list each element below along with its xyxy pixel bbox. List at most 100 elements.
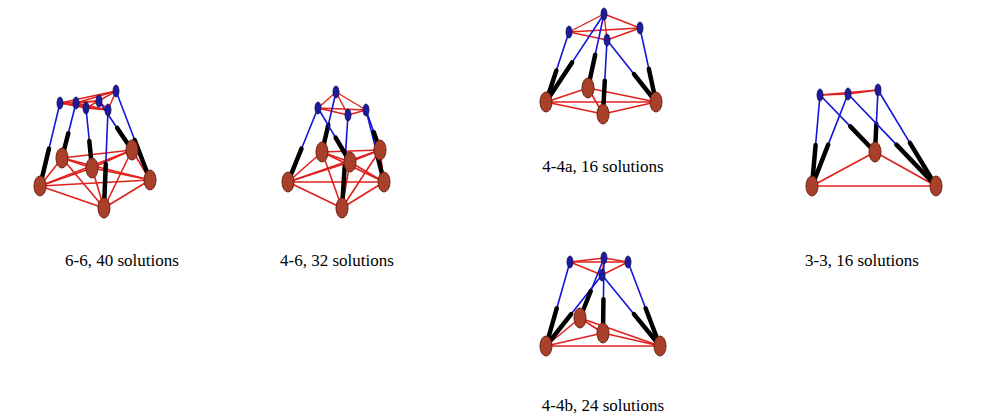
base-joint	[869, 142, 881, 162]
platform-joint	[566, 26, 572, 38]
platform-joint	[57, 97, 63, 109]
leg-rod	[820, 95, 850, 126]
leg-rod	[49, 103, 60, 149]
caption-label: 3-3, 16 solutions	[805, 251, 919, 271]
base-joint	[650, 92, 662, 112]
base-joint	[56, 148, 68, 168]
platform-edge	[570, 261, 628, 262]
base-edge	[546, 102, 603, 114]
platform-joint	[601, 8, 607, 20]
base-edge	[342, 182, 384, 208]
platform-edge	[318, 108, 366, 110]
platform-edge	[604, 258, 628, 262]
base-edge	[546, 345, 660, 347]
platform-joint	[875, 84, 881, 96]
platform-joint	[604, 34, 610, 46]
leg-rod	[572, 14, 604, 62]
base-edge	[812, 185, 936, 187]
platform-edge	[60, 91, 116, 103]
base-joint	[597, 104, 609, 124]
base-edge	[322, 152, 384, 182]
platform-joint	[113, 85, 119, 97]
platform-joint	[315, 102, 321, 114]
caption-label: 4-4b, 24 solutions	[542, 396, 664, 416]
platform-figure	[806, 84, 942, 196]
base-edge	[288, 181, 384, 183]
base-edge	[62, 158, 104, 208]
platform-joint	[83, 102, 89, 114]
base-joint	[282, 172, 294, 192]
platform-figure	[282, 86, 390, 218]
caption-label: 4-6, 32 solutions	[280, 251, 394, 271]
base-joint	[597, 323, 609, 343]
platform-edge	[604, 14, 640, 28]
platform-joint	[845, 88, 851, 100]
base-joint	[344, 152, 356, 172]
base-edge	[288, 150, 380, 182]
leg-rod	[640, 28, 649, 69]
platform-joint	[817, 89, 823, 101]
base-edge	[104, 150, 132, 208]
base-joint	[574, 308, 586, 328]
base-joint	[930, 176, 942, 196]
base-joint	[144, 170, 156, 190]
base-joint	[34, 176, 46, 196]
base-edge	[342, 150, 380, 208]
platform-joint	[567, 256, 573, 268]
base-joint	[582, 78, 594, 98]
platform-joint	[345, 109, 351, 121]
platform-joint	[333, 86, 339, 98]
platform-joint	[599, 269, 605, 281]
platform-joint	[73, 97, 79, 109]
leg-rod	[595, 14, 604, 55]
base-joint	[654, 336, 666, 356]
leg-rod	[878, 90, 910, 143]
leg-rod	[318, 108, 336, 138]
leg-rod	[302, 108, 319, 149]
leg-rod	[571, 275, 602, 314]
base-joint	[98, 198, 110, 218]
base-edge	[62, 150, 132, 158]
platform-figure	[34, 85, 156, 218]
leg-rod	[607, 40, 634, 74]
base-joint	[336, 198, 348, 218]
base-joint	[86, 158, 98, 178]
platform-edge	[336, 92, 366, 110]
base-joint	[540, 92, 552, 112]
base-joint	[374, 140, 386, 160]
platform-joint	[105, 104, 111, 116]
leg-rod	[816, 95, 820, 145]
base-edge	[546, 101, 656, 103]
platform-joint	[96, 95, 102, 107]
platform-edge	[848, 90, 878, 94]
base-joint	[806, 176, 818, 196]
leg-rod	[366, 110, 376, 150]
platform-figure	[540, 8, 662, 124]
leg-rod	[828, 94, 848, 145]
leg-rod	[106, 110, 108, 164]
leg-rod	[848, 94, 896, 145]
base-joint	[316, 142, 328, 162]
platform-figure	[540, 252, 666, 356]
leg-rod	[99, 101, 117, 128]
caption-label: 4-4a, 16 solutions	[542, 157, 663, 177]
base-edge	[40, 150, 132, 186]
leg-rod	[628, 262, 646, 308]
leg-rod	[602, 275, 634, 314]
platform-joint	[625, 256, 631, 268]
base-joint	[540, 336, 552, 356]
platform-joint	[601, 252, 607, 264]
base-joint	[126, 140, 138, 160]
base-edge	[603, 102, 656, 114]
leg-rod	[557, 262, 570, 308]
platform-edge	[602, 262, 628, 275]
leg-rod	[556, 32, 569, 71]
platform-edge	[86, 91, 116, 108]
base-joint	[378, 172, 390, 192]
platform-joint	[363, 104, 369, 116]
platform-edge	[607, 28, 640, 40]
caption-label: 6-6, 40 solutions	[65, 251, 179, 271]
platform-joint	[637, 22, 643, 34]
